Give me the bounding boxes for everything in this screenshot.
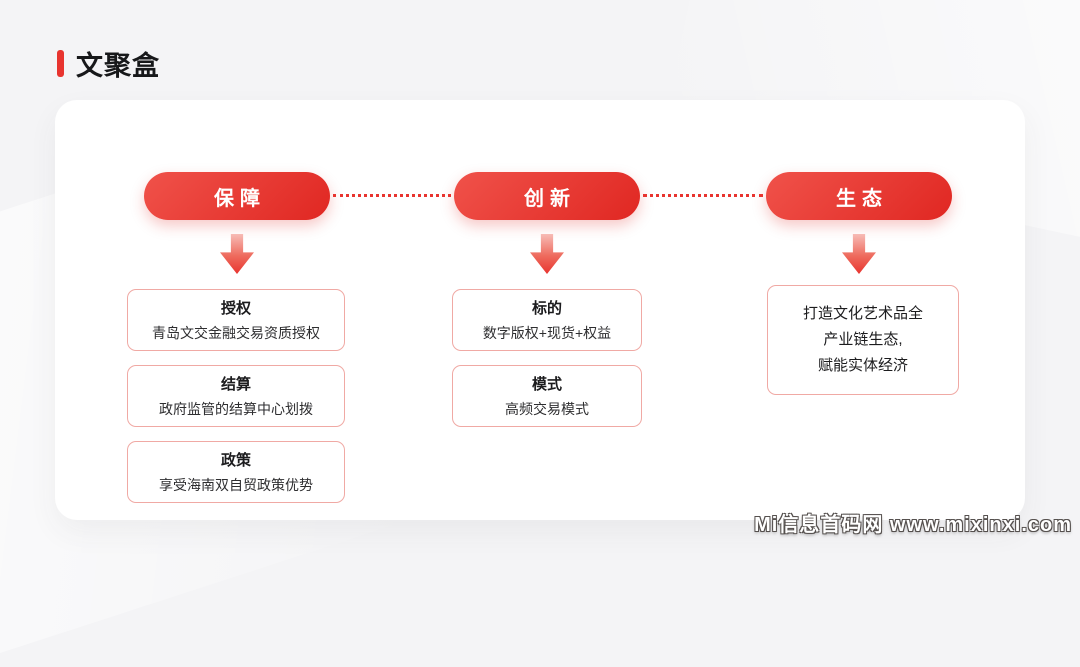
down-arrow-icon xyxy=(530,234,564,274)
page-header: 文聚盒 xyxy=(57,44,160,83)
box-title: 标的 xyxy=(531,300,562,317)
box-desc: 青岛文交金融交易资质授权 xyxy=(152,325,320,341)
title-accent-bar xyxy=(57,50,64,77)
info-box-policy: 政策 享受海南双自贸政策优势 xyxy=(127,441,345,503)
dotted-connector xyxy=(643,194,763,197)
info-box-settlement: 结算 政府监管的结算中心划拨 xyxy=(127,365,345,427)
box-title: 授权 xyxy=(220,300,251,317)
pill-guarantee: 保障 xyxy=(144,172,330,220)
box-desc: 政府监管的结算中心划拨 xyxy=(159,401,313,417)
info-box-subject: 标的 数字版权+现货+权益 xyxy=(452,289,642,351)
dotted-connector xyxy=(333,194,451,197)
box-desc: 打造文化艺术品全 产业链生态, 赋能实体经济 xyxy=(802,304,923,375)
box-desc: 享受海南双自贸政策优势 xyxy=(159,477,313,493)
info-box-ecosystem: 打造文化艺术品全 产业链生态, 赋能实体经济 xyxy=(767,285,959,395)
pill-ecosystem: 生态 xyxy=(766,172,952,220)
box-desc: 高频交易模式 xyxy=(505,401,589,417)
box-desc: 数字版权+现货+权益 xyxy=(482,325,612,341)
box-title: 结算 xyxy=(220,376,251,393)
down-arrow-icon xyxy=(842,234,876,274)
box-title: 模式 xyxy=(531,376,562,393)
diagram-card: 保障 创新 生态 授权 青岛文交金融交易资质授权 结算 政府监管的结算中心划拨 … xyxy=(55,100,1025,520)
watermark: Mi信息首码网 www.mixinxi.com xyxy=(754,514,1072,536)
down-arrow-icon xyxy=(220,234,254,274)
info-box-mode: 模式 高频交易模式 xyxy=(452,365,642,427)
page-title: 文聚盒 xyxy=(76,51,160,81)
info-box-authorization: 授权 青岛文交金融交易资质授权 xyxy=(127,289,345,351)
pill-innovation: 创新 xyxy=(454,172,640,220)
box-title: 政策 xyxy=(220,452,251,469)
